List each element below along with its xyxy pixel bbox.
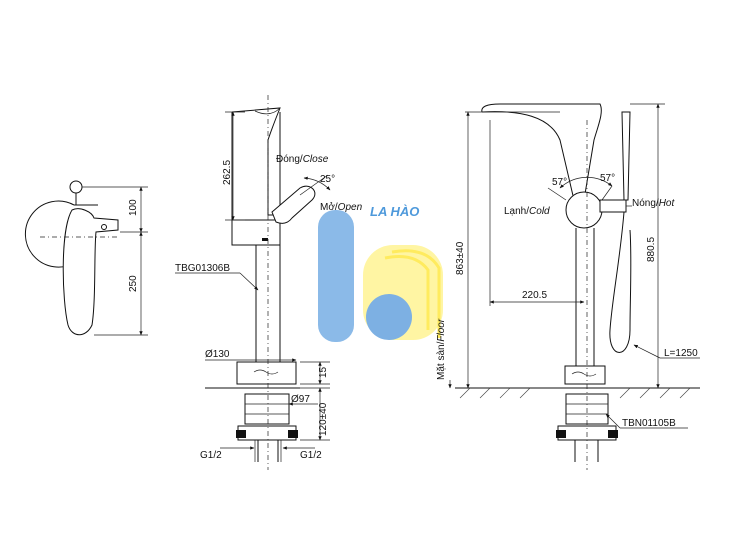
angle-57-right: 57° — [600, 173, 615, 184]
hose-length: L=1250 — [664, 348, 698, 359]
dim-250: 250 — [128, 275, 139, 292]
dim-d97: Ø97 — [291, 394, 310, 405]
watermark-blue-bar — [318, 210, 354, 342]
angle-57-left: 57° — [552, 177, 567, 188]
watermark-blue-circle — [366, 294, 412, 340]
dim-880-5: 880.5 — [646, 237, 657, 262]
angle-25: 25° — [320, 174, 335, 185]
mixer-knob — [565, 191, 603, 229]
label-hot: Nóng/Hot — [632, 198, 675, 209]
la-hao-watermark: LA HÀO — [318, 204, 443, 342]
dim-100: 100 — [128, 199, 139, 216]
base-code-tbn01105b: TBN01105B — [622, 418, 676, 429]
dim-d130: Ø130 — [205, 349, 230, 360]
watermark-text: LA HÀO — [370, 204, 419, 219]
profile-view: 57° 57° Lạnh/Cold Nóng/Hot 863±40 880.5 … — [436, 103, 700, 470]
label-cold: Lạnh/Cold — [504, 206, 550, 217]
dim-220-5: 220.5 — [522, 290, 547, 301]
thread-left: G1/2 — [200, 450, 222, 461]
dim-262-5: 262.5 — [222, 160, 233, 185]
thread-right: G1/2 — [300, 450, 322, 461]
dim-863-40: 863±40 — [455, 241, 466, 275]
label-close: Đóng/Close — [276, 154, 329, 165]
floor-label: Mặt sàn/Floor — [436, 318, 447, 380]
front-view: 262.5 Đóng/Close 25° Mở/Open TBG01306B Ø… — [175, 95, 363, 470]
dim-120-40: 120±40 — [318, 402, 329, 436]
label-open: Mở/Open — [320, 201, 363, 213]
side-view: 100 250 — [24, 180, 148, 336]
dim-15: 15 — [318, 366, 329, 378]
model-code-tbg01306b: TBG01306B — [175, 263, 230, 274]
